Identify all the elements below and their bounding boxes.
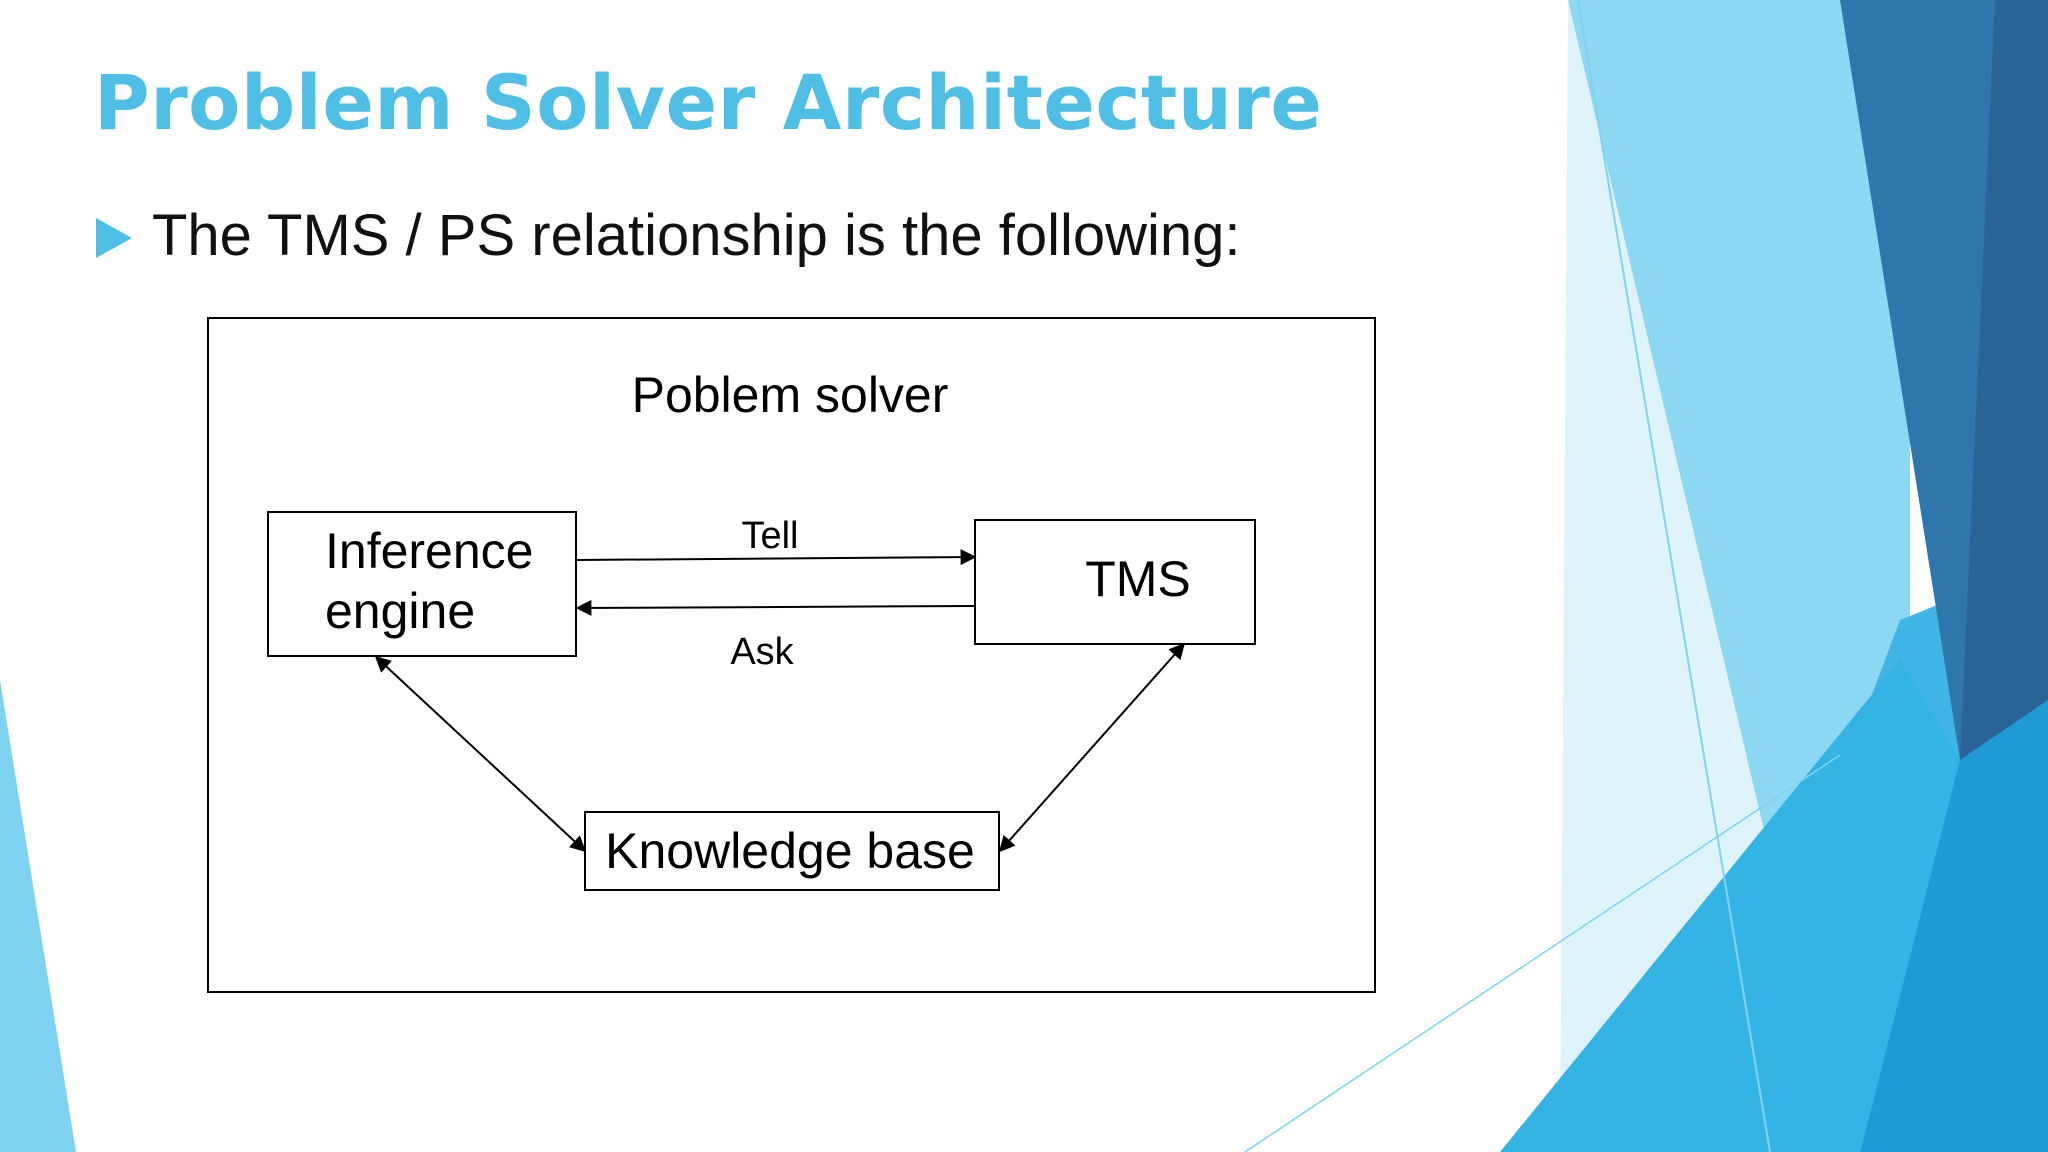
problem-solver-label: Poblem solver [632, 367, 949, 423]
bullet-text: The TMS / PS relationship is the followi… [152, 203, 1241, 268]
knowledge-base-label: Knowledge base [605, 823, 975, 879]
bullet-point: The TMS / PS relationship is the followi… [96, 202, 1241, 269]
deco-line-1 [1577, 0, 1771, 1152]
tms-kb-arrow [998, 642, 1186, 853]
tell-arrow [576, 549, 977, 566]
problem-solver-container [207, 317, 1376, 993]
deco-line-2 [1244, 754, 1841, 1152]
tms-box [974, 519, 1256, 645]
inference-engine-label-line2: engine [325, 583, 475, 639]
deco-shape-navy-panel [1960, 0, 2048, 760]
inference-engine-node: Inference engine [267, 511, 577, 657]
inference-engine-label-line1: Inference [325, 523, 533, 579]
inference-kb-arrow [374, 655, 587, 853]
inference-engine-box [267, 511, 577, 657]
knowledge-base-node: Knowledge base [584, 811, 1000, 891]
ask-arrow [575, 599, 976, 616]
tms-node: TMS [974, 519, 1256, 645]
tell-label: Tell [741, 515, 798, 557]
slide-title: Problem Solver Architecture [94, 58, 1323, 147]
tms-label: TMS [1085, 551, 1191, 607]
deco-shape-blue-panel [1860, 700, 2048, 1152]
triangle-bullet-icon [96, 217, 132, 258]
ask-label: Ask [730, 631, 794, 673]
deco-shape-left-strip [0, 680, 76, 1152]
